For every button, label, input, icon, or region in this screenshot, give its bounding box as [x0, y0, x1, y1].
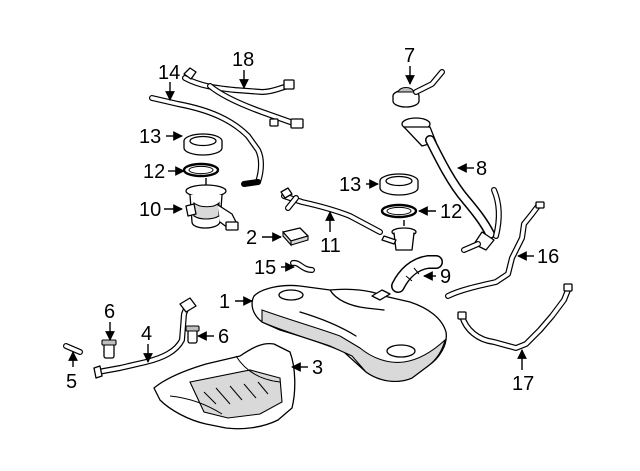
- callout-11: 11: [320, 235, 341, 257]
- part-18-wiring-harness: [182, 67, 304, 129]
- fuel-level-sender: [381, 220, 417, 251]
- callout-1: 1: [219, 291, 230, 313]
- callout-13-right: 13: [339, 174, 361, 196]
- callout-17: 17: [512, 373, 534, 395]
- callout-6-right: 6: [218, 326, 229, 348]
- callout-2: 2: [246, 227, 257, 249]
- part-13-lock-ring-left: [183, 133, 223, 156]
- part-1-fuel-tank: [251, 284, 447, 383]
- callout-7: 7: [404, 45, 415, 67]
- part-2-sensor: [282, 227, 309, 247]
- part-3-heat-shield: [153, 342, 296, 430]
- part-13-lock-ring-right: [379, 173, 419, 196]
- callout-14: 14: [158, 62, 180, 84]
- part-11-crossover-tube: [280, 187, 383, 235]
- part-15-hose: [290, 259, 315, 273]
- callout-9: 9: [440, 266, 451, 288]
- callout-3: 3: [312, 357, 323, 379]
- part-16-vapor-line: [445, 201, 545, 299]
- part-6-bolt-right: [185, 325, 200, 344]
- callout-13-left: 13: [139, 126, 161, 148]
- callout-labels: 1 2 3 4 5 6 6 7 8 9 10 11 12 12 13 13 14…: [66, 45, 559, 395]
- callout-15: 15: [254, 257, 276, 279]
- callout-4: 4: [141, 323, 152, 345]
- callout-16: 16: [537, 246, 559, 268]
- part-12-seal-left: [182, 162, 220, 178]
- part-5-pin: [63, 343, 83, 355]
- part-17-fuel-line: [457, 283, 573, 351]
- callout-12-right: 12: [440, 201, 462, 223]
- callout-8: 8: [476, 158, 487, 180]
- part-6-bolt-left: [101, 339, 117, 359]
- callout-18: 18: [232, 49, 254, 71]
- callout-10: 10: [139, 199, 161, 221]
- part-12-seal-right: [380, 203, 418, 219]
- part-10-fuel-pump-module: [185, 178, 239, 231]
- leader-lines: [68, 66, 534, 372]
- part-9-filler-hose: [391, 255, 443, 293]
- callout-5: 5: [66, 371, 77, 393]
- part-14-vent-tube: [149, 95, 264, 187]
- callout-6-left: 6: [104, 301, 115, 323]
- callout-12-left: 12: [143, 161, 165, 183]
- part-8-filler-pipe: [401, 117, 502, 253]
- part-7-fuel-cap: [392, 69, 445, 108]
